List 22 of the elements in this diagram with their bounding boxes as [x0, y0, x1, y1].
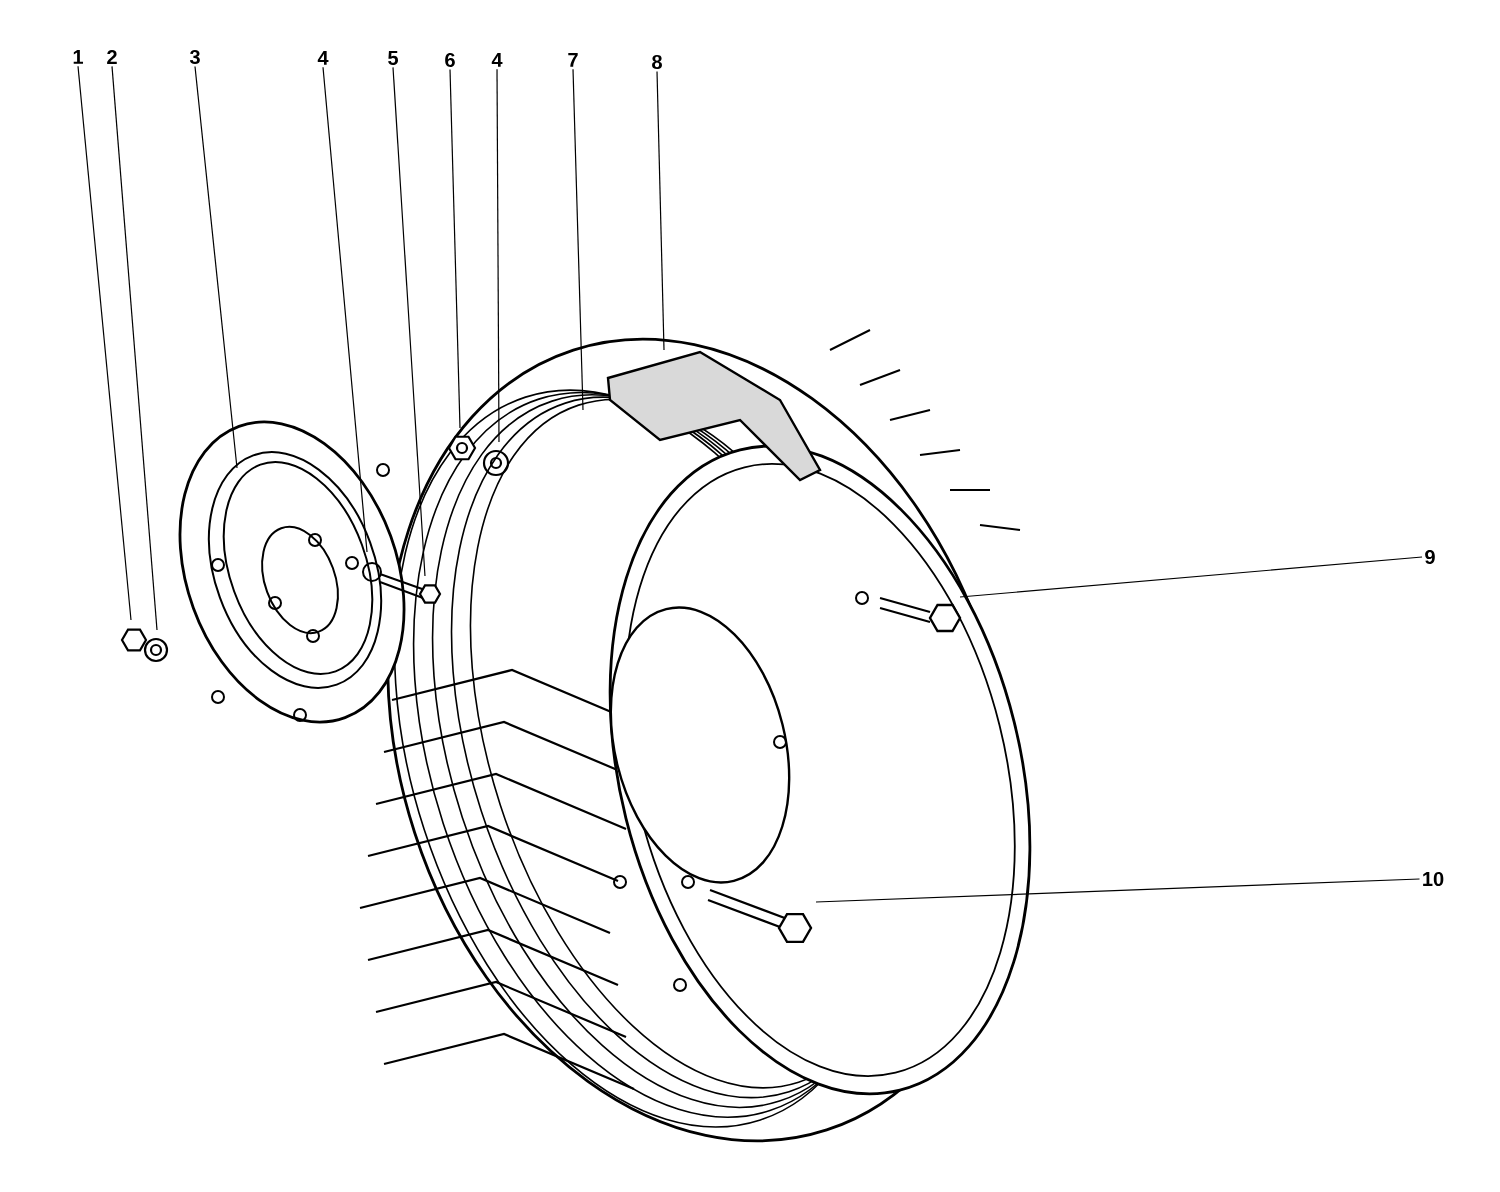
leader-line	[77, 65, 132, 621]
leader-line	[815, 878, 1421, 903]
leader-line	[392, 66, 426, 577]
callout-number: 6	[445, 52, 455, 68]
leader-line	[496, 68, 500, 443]
leader-line	[322, 66, 368, 553]
callout-number: 4	[317, 51, 329, 65]
callout-number: 3	[189, 49, 200, 65]
leader-line	[656, 70, 665, 351]
callout-number: 10	[1423, 871, 1444, 887]
leader-line	[111, 65, 158, 631]
leader-line	[572, 68, 584, 411]
callout-number: 2	[107, 50, 117, 64]
callout-number: 5	[388, 51, 398, 65]
callout-number: 1	[73, 50, 83, 64]
callout-number: 9	[1425, 549, 1435, 565]
callout-number: 8	[652, 54, 662, 70]
leader-line	[449, 68, 461, 429]
callout-number: 7	[568, 53, 578, 67]
leader-line	[194, 65, 238, 469]
callout-number: 4	[491, 53, 503, 67]
leader-line	[959, 556, 1423, 598]
